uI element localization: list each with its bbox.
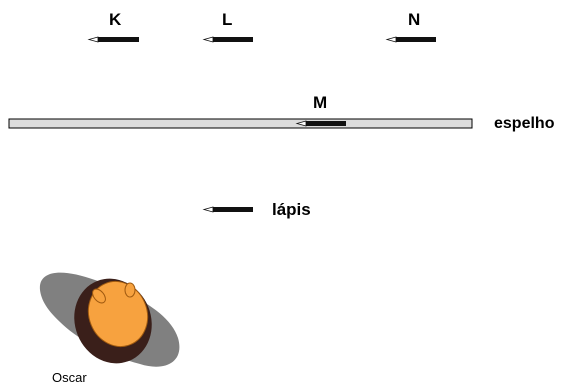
mirror-strip — [8, 118, 473, 129]
person-nose — [124, 282, 136, 298]
label-mirror: espelho — [494, 115, 555, 132]
label-pencil: lápis — [272, 200, 311, 219]
person-oscar — [39, 272, 180, 367]
label-n: N — [408, 10, 421, 29]
pencil-object — [202, 206, 253, 213]
pencil-image-m — [295, 120, 346, 127]
pencil-image-n — [385, 36, 436, 43]
label-m: M — [313, 93, 328, 112]
pencil-image-k — [87, 36, 139, 43]
person-ear — [92, 288, 106, 304]
label-k: K — [109, 10, 122, 29]
pencil-image-l — [202, 36, 253, 43]
label-person: Oscar — [52, 370, 87, 385]
label-l: L — [222, 10, 233, 29]
